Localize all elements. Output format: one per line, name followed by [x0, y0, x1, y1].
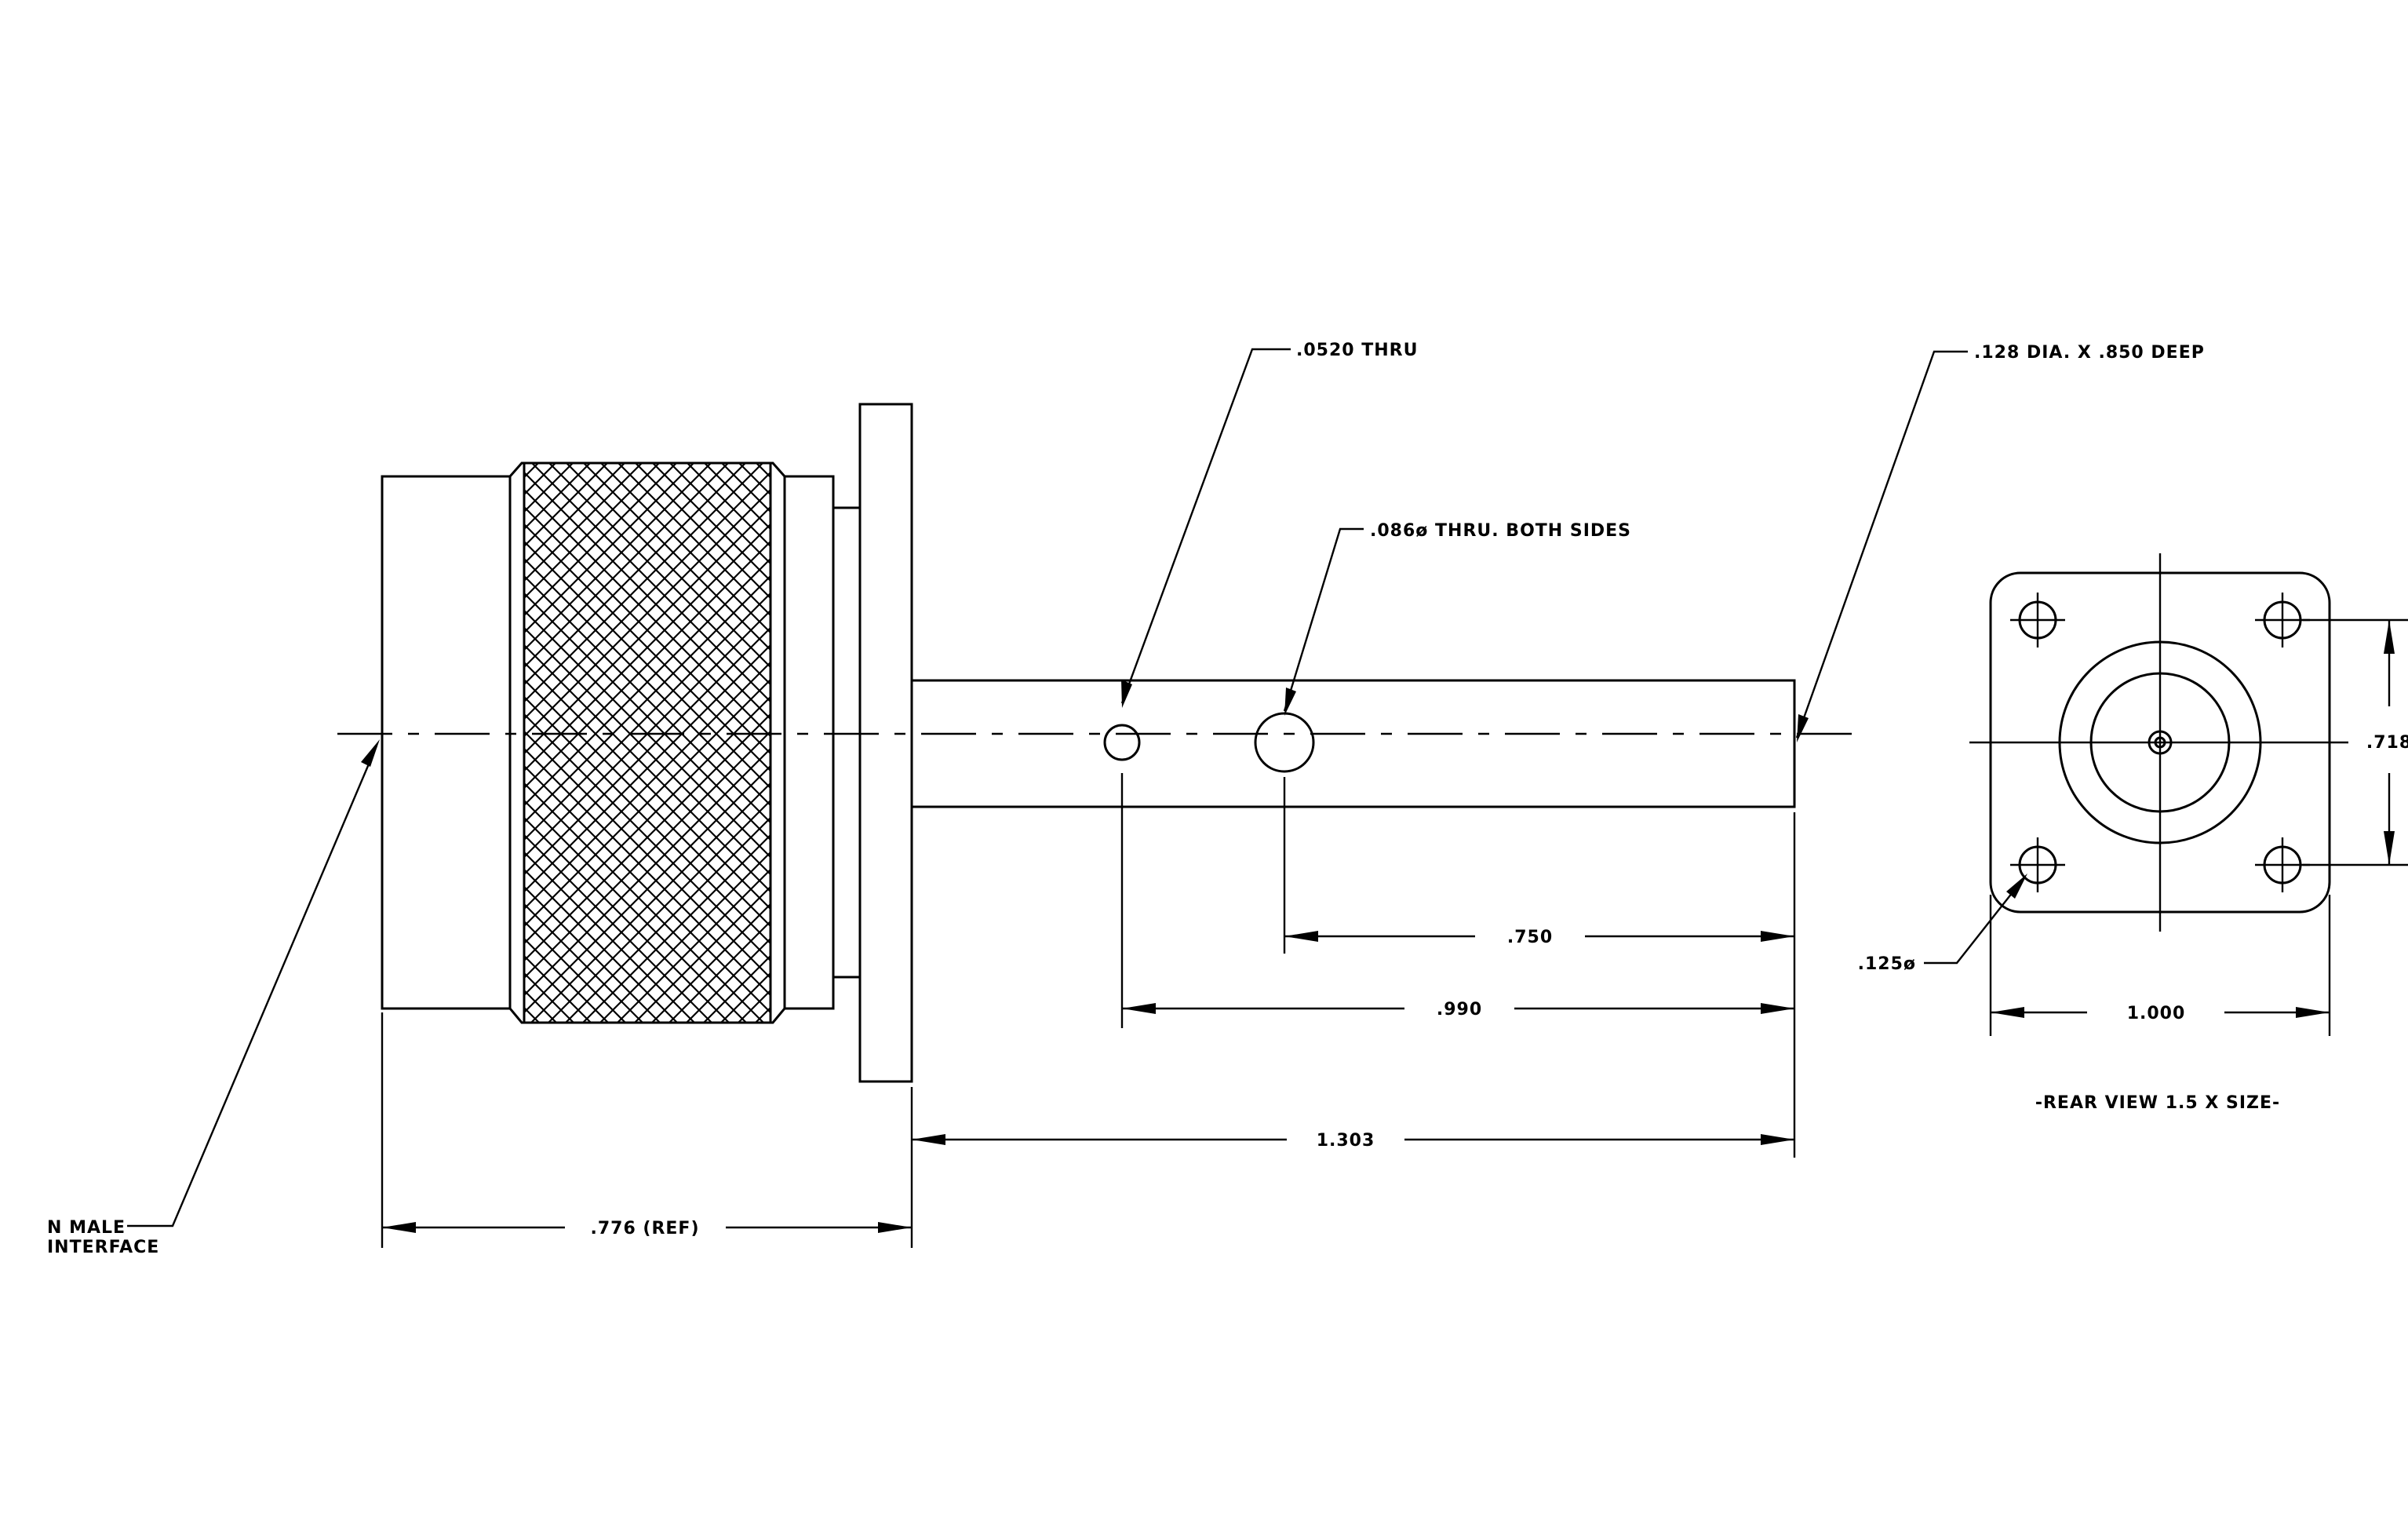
label-hole-086: .086ø THRU. BOTH SIDES [1370, 521, 1631, 541]
dim-1000: 1.000 [2127, 1004, 2186, 1023]
label-hole-052: .0520 THRU [1296, 341, 1418, 360]
collar-step [832, 506, 862, 979]
rear-view: .718 .125ø 1.000 -REAR VIEW 1.5 X SIZE- [1858, 553, 2408, 1113]
label-interface-line2: INTERFACE [47, 1238, 159, 1257]
dim-750: .750 [1507, 928, 1553, 947]
side-view [337, 403, 1852, 1083]
dim-1303: 1.303 [1317, 1131, 1375, 1151]
interface-body [381, 475, 512, 1010]
dim-125: .125ø [1858, 954, 1916, 974]
center-contact [2148, 730, 2173, 755]
outer-ring [2058, 640, 2262, 844]
center-pin [2154, 736, 2166, 749]
dim-776: .776 (REF) [590, 1219, 699, 1238]
inner-ring [2089, 672, 2231, 813]
dim-718: .718 [2366, 733, 2408, 753]
mounting-holes [2010, 593, 2310, 892]
callouts: .0520 THRU .086ø THRU. BOTH SIDES .128 D… [47, 341, 2205, 1257]
side-dimensions: .750 .990 1.303 .776 (REF) [381, 773, 1796, 1248]
label-bore-128: .128 DIA. X .850 DEEP [1974, 343, 2205, 363]
dim-990: .990 [1437, 1000, 1482, 1019]
hole-052 [1103, 724, 1141, 761]
flange [858, 403, 913, 1083]
hole-086 [1254, 712, 1315, 773]
label-interface-line1: N MALE [47, 1218, 126, 1238]
rear-collar [783, 475, 835, 1010]
rear-view-caption: -REAR VIEW 1.5 X SIZE- [2035, 1093, 2280, 1113]
probe-body [910, 679, 1796, 808]
coupling-nut [508, 461, 786, 1024]
